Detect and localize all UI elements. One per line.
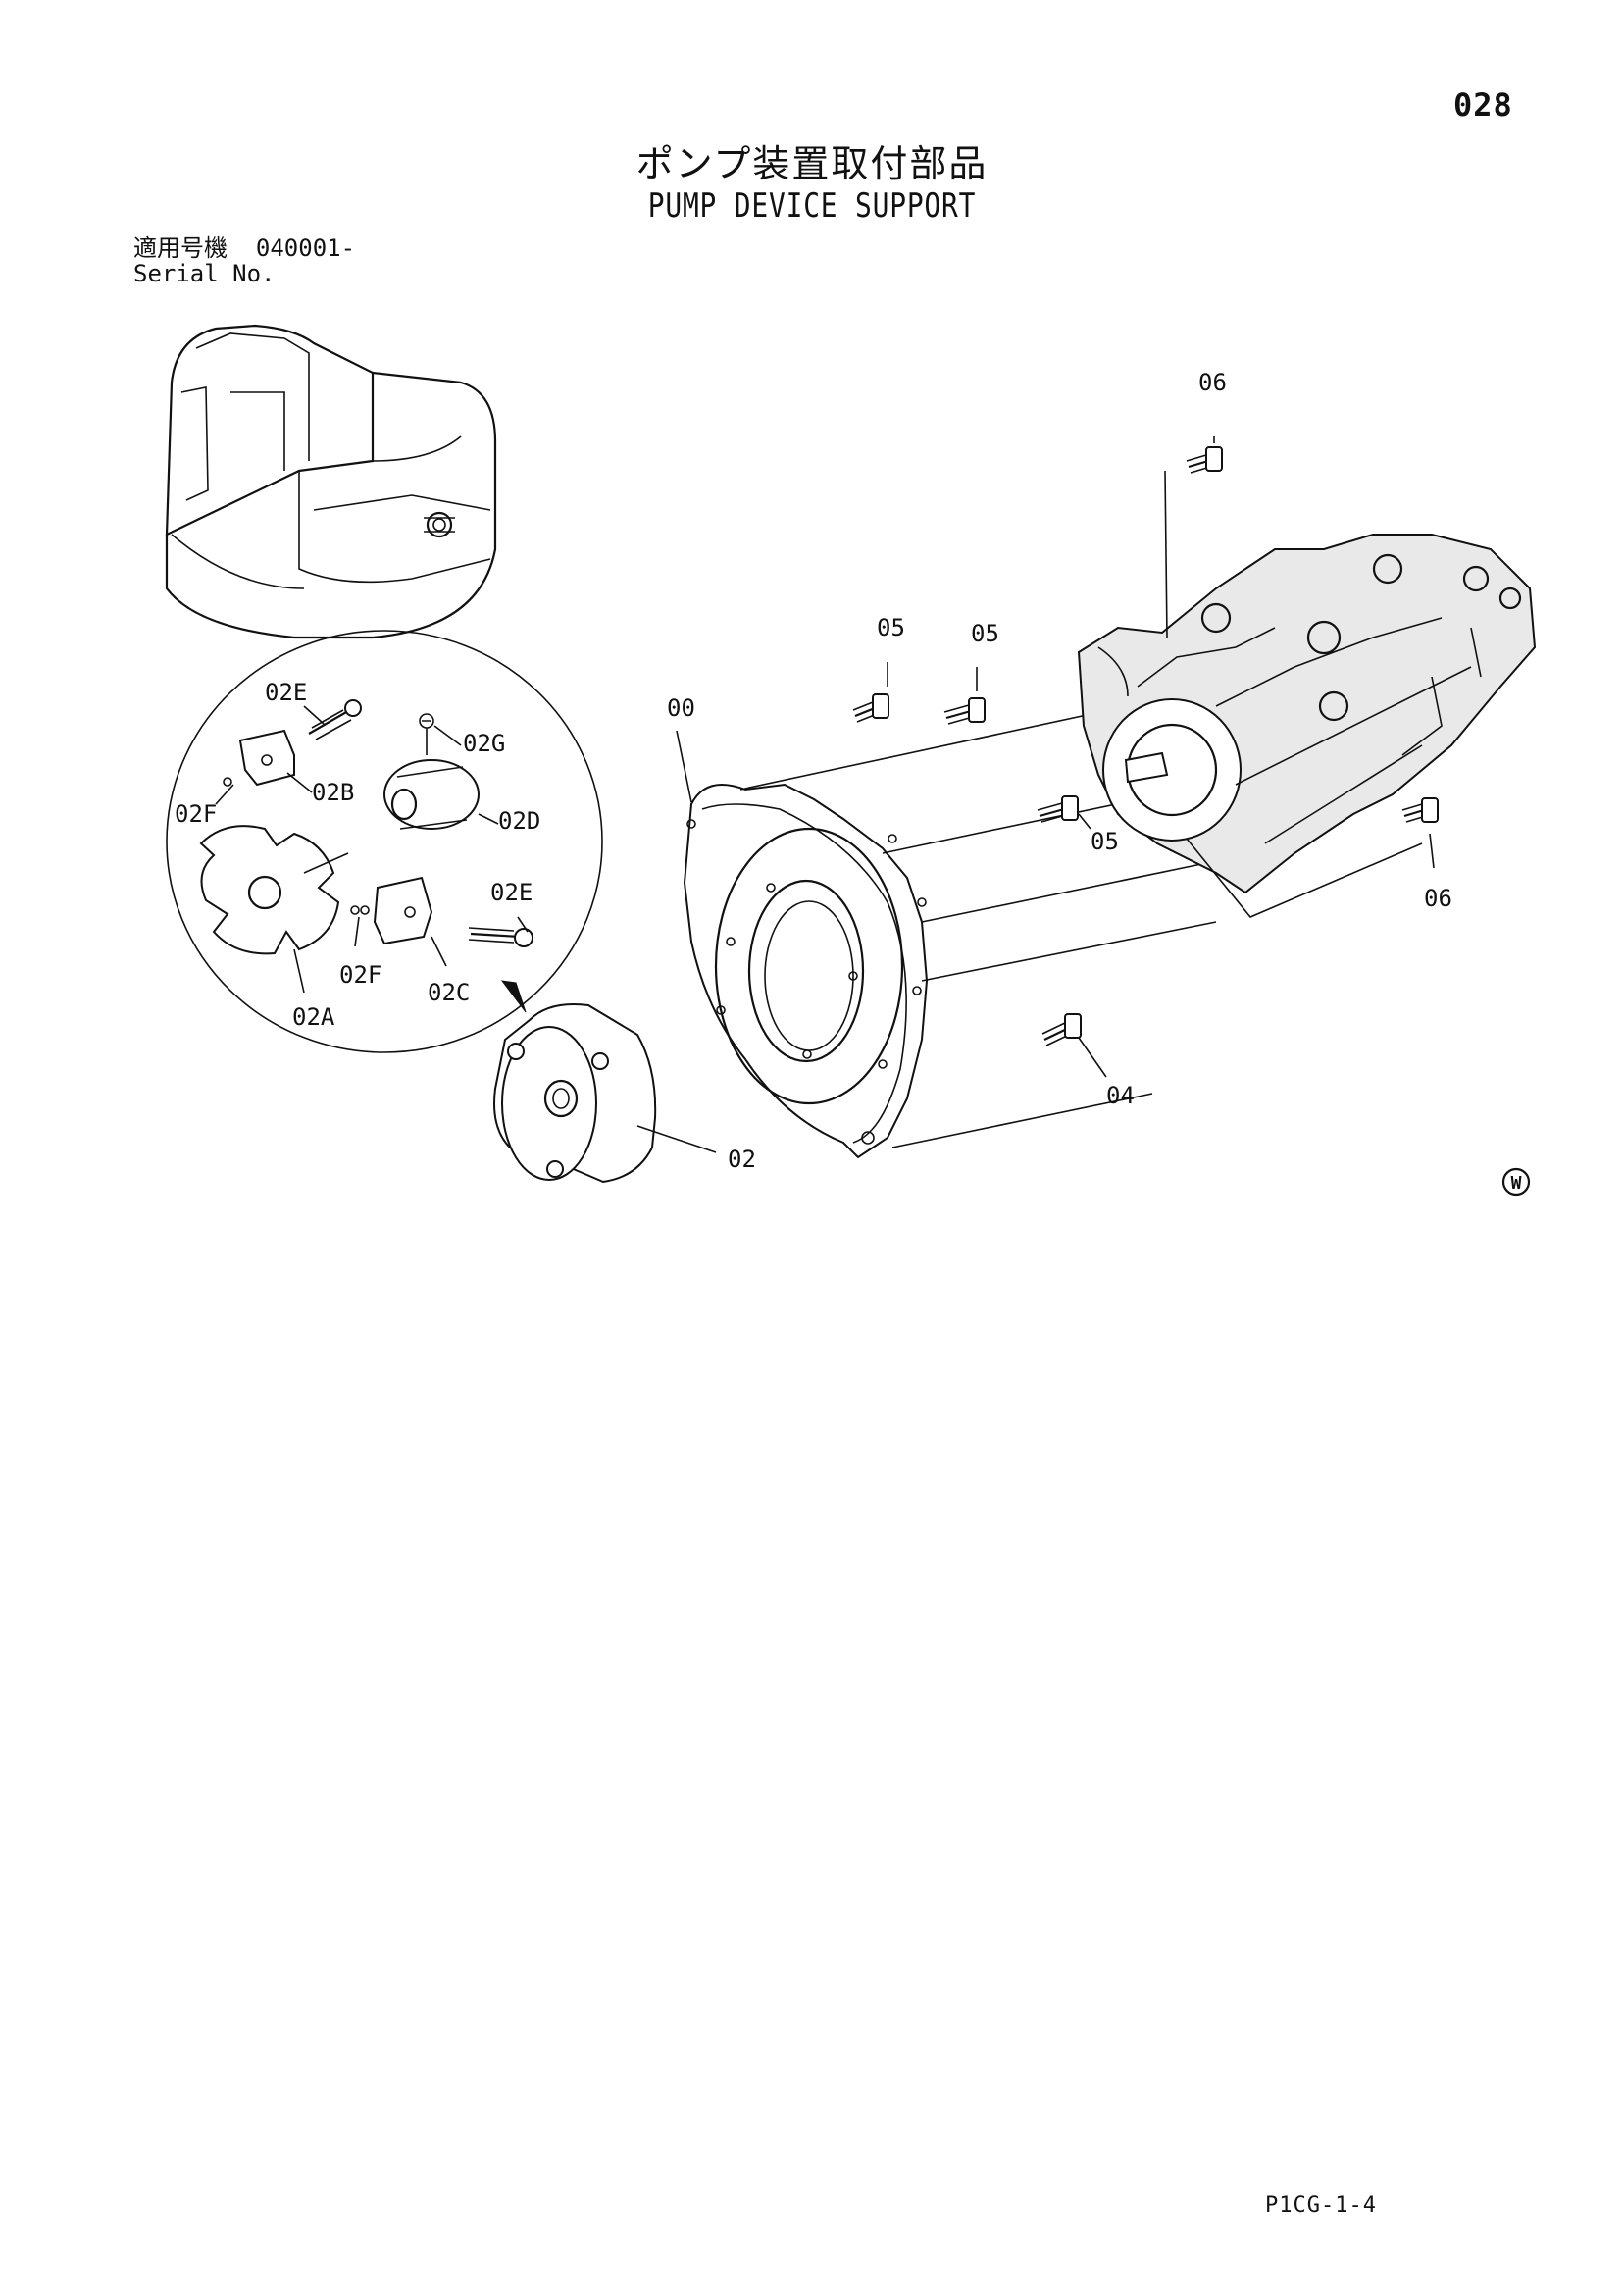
callout-02B: 02B [312, 779, 354, 806]
callout-02F-bottom: 02F [339, 961, 381, 989]
callout-05-c: 05 [1091, 828, 1119, 855]
callout-02D: 02D [498, 807, 540, 835]
callout-06-top: 06 [1198, 369, 1227, 396]
callout-02A: 02A [292, 1003, 335, 1031]
footer-code: P1CG-1-4 [1265, 2193, 1377, 2218]
bolt-06-top [1186, 436, 1223, 474]
excavator-thumbnail [165, 324, 497, 639]
damper-disc [493, 1003, 717, 1184]
serial-label-japanese: 適用号機 [133, 234, 228, 262]
callout-02: 02 [728, 1146, 756, 1173]
callout-05-b: 05 [971, 620, 999, 647]
bolt-05-c [1037, 795, 1091, 830]
serial-row: 適用号機 040001- [133, 235, 355, 261]
callout-06-right: 06 [1424, 885, 1452, 912]
coupling-detail-circle [166, 630, 603, 1053]
mark-w: W [1511, 1173, 1522, 1194]
circled-w-mark: W [1501, 1167, 1531, 1197]
callout-00: 00 [667, 694, 695, 722]
bolt-05-b [943, 667, 986, 725]
serial-block: 適用号機 040001- Serial No. [133, 235, 355, 286]
bolt-04 [1041, 1013, 1107, 1078]
hydraulic-pump [1077, 470, 1537, 918]
flywheel-housing [676, 705, 1217, 1159]
callout-02G: 02G [463, 730, 505, 757]
callout-02F-left: 02F [175, 800, 217, 828]
page-title-english: PUMP DEVICE SUPPORT [647, 186, 977, 226]
serial-label-english: Serial No. [133, 260, 276, 287]
callout-02E-right: 02E [490, 879, 533, 906]
bolt-06-right [1401, 797, 1439, 823]
callout-02C: 02C [428, 979, 470, 1006]
callout-02E-top: 02E [265, 679, 307, 706]
callout-04: 04 [1106, 1082, 1135, 1109]
serial-value: 040001- [255, 234, 356, 262]
page-number: 028 [1453, 86, 1513, 124]
bolt-05-a [852, 662, 889, 723]
page-title-japanese: ポンプ装置取付部品 [635, 142, 989, 185]
callout-05-a: 05 [877, 614, 905, 641]
